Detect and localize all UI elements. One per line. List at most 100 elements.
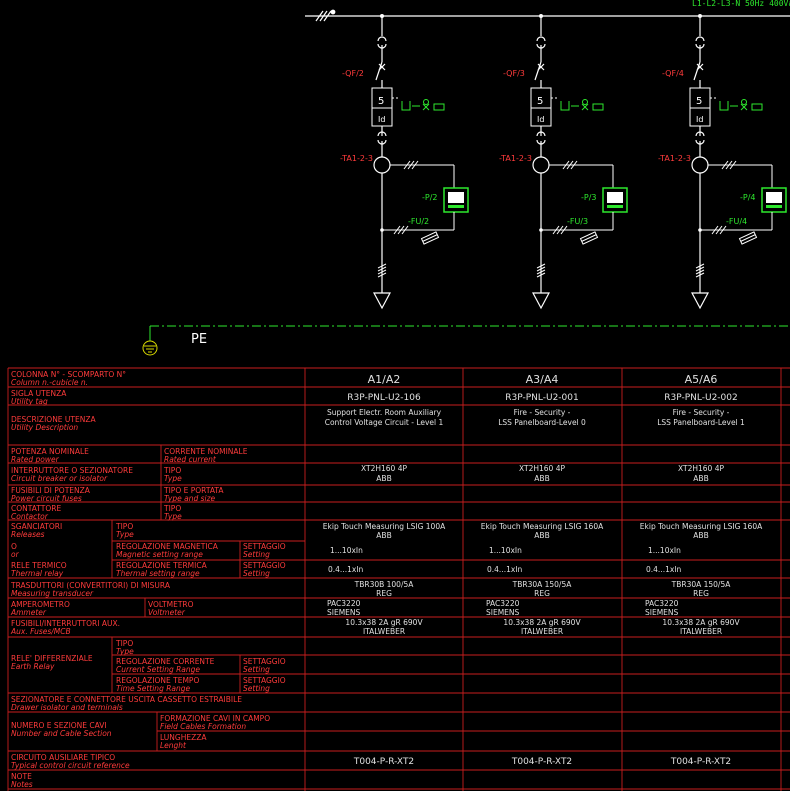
label-drawer: SEZIONATORE E CONNETTORE USCITA CASSETTO… <box>11 695 242 704</box>
ammeter-make: SIEMENS <box>486 608 520 617</box>
aux-fuse: 10.3x38 2A gR 690V <box>662 618 740 627</box>
release-type: Ekip Touch Measuring LSIG 100A <box>323 522 446 531</box>
utility-tag: R3P-PNL-U2-001 <box>505 393 578 403</box>
description-line-1: Support Electr. Room Auxiliary <box>327 408 442 417</box>
aux-circuit: T004-P-R-XT2 <box>670 757 731 767</box>
label-fuses-en: Power circuit fuses <box>11 494 82 503</box>
description-line-2: LSS Panelboard-Level 1 <box>657 418 745 427</box>
aux-fuse: 10.3x38 2A gR 690V <box>345 618 423 627</box>
ct-tag: -TA1-2-3 <box>658 154 691 163</box>
label-contactor-type-en: Type <box>164 512 182 521</box>
label-cur-set-en: Current Setting Range <box>116 665 200 674</box>
label-cables-en: Number and Cable Section <box>11 729 112 738</box>
feeder-column-1: A1/A2 R3P-PNL-U2-106 Support Electr. Roo… <box>323 373 446 767</box>
breaker-type: XT2H160 4P <box>361 464 407 473</box>
ammeter: PAC3220 <box>486 599 520 608</box>
label-formation-en: Field Cables Formation <box>160 722 246 731</box>
transducer-make: REG <box>376 589 392 598</box>
label-cables: NUMERO E SEZIONE CAVI <box>11 721 107 730</box>
label-o: O <box>11 542 17 551</box>
fuse-tag: -FU/4 <box>726 217 747 226</box>
column-number: A5/A6 <box>685 373 718 386</box>
label-desc: DESCRIZIONE UTENZA <box>11 415 96 424</box>
label-current: CORRENTE NOMINALE <box>164 447 248 456</box>
label-fuse-rating-en: Type and size <box>164 494 216 503</box>
breaker-type: XT2H160 4P <box>519 464 565 473</box>
label-releases: SGANCIATORI <box>11 522 62 531</box>
aux-fuse: 10.3x38 2A gR 690V <box>503 618 581 627</box>
label-contactor: CONTATTORE <box>11 504 61 513</box>
meter-tag: -P/2 <box>422 193 438 202</box>
label-ammeter: AMPEROMETRO <box>11 600 70 609</box>
label-fuses: FUSIBILI DI POTENZA <box>11 486 91 495</box>
label-aux-fuse: FUSIBILI/INTERRUTTORI AUX. <box>11 619 120 628</box>
label-length-en: Lenght <box>160 741 187 750</box>
label-mag-setting-en: Setting <box>243 550 270 559</box>
meter-tag: -P/3 <box>581 193 597 202</box>
label-release-type-en: Type <box>116 530 134 539</box>
table-grid <box>7 367 790 791</box>
label-earth-type-en: Type <box>116 647 134 656</box>
release-type: Ekip Touch Measuring LSIG 160A <box>640 522 763 531</box>
label-transducer: TRASDUTTORI (CONVERTITORI) DI MISURA <box>10 581 171 590</box>
earth-ground-icon <box>142 340 158 356</box>
label-drawer-en: Drawer isolator and terminals <box>11 703 123 712</box>
label-mag-setting: SETTAGGIO <box>243 542 286 551</box>
release-type: Ekip Touch Measuring LSIG 160A <box>481 522 604 531</box>
label-cur-setting-en: Setting <box>243 665 270 674</box>
label-cur-set: REGOLAZIONE CORRENTE <box>116 657 215 666</box>
label-breaker-en: Circuit breaker or isolator <box>11 474 108 483</box>
label-thermal-relay-en: Thermal relay <box>11 569 64 578</box>
label-aux-circuit-en: Typical control circuit reference <box>11 761 130 770</box>
label-therm-setting-en: Setting <box>243 569 270 578</box>
breaker-type: XT2H160 4P <box>678 464 724 473</box>
feeder-column-3-left: 1...10xIn 0.4...1xIn PAC3220 SIEMENS <box>645 546 682 617</box>
thermal-setting: 0.4...1xIn <box>487 565 523 574</box>
label-earth-relay: RELE' DIFFERENZIALE <box>11 654 93 663</box>
label-tag: SIGLA UTENZA <box>11 389 67 398</box>
release-make: ABB <box>693 531 708 540</box>
label-notes: NOTE <box>11 772 32 781</box>
fuse-tag: -FU/3 <box>567 217 588 226</box>
label-notes-en: Notes <box>11 780 33 789</box>
pe-label: PE <box>191 332 207 347</box>
transducer-make: REG <box>534 589 550 598</box>
label-ammeter-en: Ammeter <box>10 608 47 617</box>
ct-tag: -TA1-2-3 <box>499 154 532 163</box>
thermal-setting: 0.4...1xIn <box>328 565 364 574</box>
column-number: A1/A2 <box>368 373 401 386</box>
aux-fuse-make: ITALWEBER <box>363 627 405 636</box>
label-therm: REGOLAZIONE TERMICA <box>116 561 208 570</box>
label-column: COLONNA N° - SCOMPARTO N° <box>11 370 126 379</box>
label-desc-en: Utility Description <box>11 423 78 432</box>
transducer: TBR30A 150/5A <box>671 580 732 589</box>
description-line-2: LSS Panelboard-Level 0 <box>498 418 586 427</box>
label-fuse-rating: TIPO E PORTATA <box>163 486 224 495</box>
transducer: TBR30A 150/5A <box>512 580 573 589</box>
label-mag-en: Magnetic setting range <box>116 550 203 559</box>
feeder-3: -QF/4 -TA1-2-3 -P/4 -FU/4 <box>658 13 787 309</box>
label-breaker-type: TIPO <box>163 466 181 475</box>
label-time-set-en: Time Setting Range <box>116 684 191 693</box>
feeder-column-3: A5/A6 R3P-PNL-U2-002 Fire - Security - L… <box>640 373 763 767</box>
label-power: POTENZA NOMINALE <box>11 447 89 456</box>
label-transducer-en: Measuring transducer <box>11 589 94 598</box>
breaker-make: ABB <box>534 474 549 483</box>
aux-circuit: T004-P-R-XT2 <box>511 757 572 767</box>
label-aux-circuit: CIRCUITO AUSILIARE TIPICO <box>11 753 115 762</box>
label-cur-setting: SETTAGGIO <box>243 657 286 666</box>
description-line-1: Fire - Security - <box>673 408 730 417</box>
breaker-make: ABB <box>376 474 391 483</box>
thermal-setting: 0.4...1xIn <box>646 565 682 574</box>
supply-label: L1-L2-L3-N 50Hz 400Vac <box>692 0 790 8</box>
label-aux-fuse-en: Aux. Fuses/MCB <box>10 627 71 636</box>
breaker-tag: -QF/4 <box>662 69 684 78</box>
feeder-column-2-left: 1...10xIn 0.4...1xIn PAC3220 SIEMENS <box>486 546 523 617</box>
label-time-set: REGOLAZIONE TEMPO <box>116 676 199 685</box>
label-releases-en: Releases <box>11 530 45 539</box>
utility-tag: R3P-PNL-U2-002 <box>664 393 737 403</box>
feeder-column-1-left: 1...10xIn 0.4...1xIn PAC3220 SIEMENS <box>327 546 364 617</box>
label-contactor-type: TIPO <box>163 504 181 513</box>
